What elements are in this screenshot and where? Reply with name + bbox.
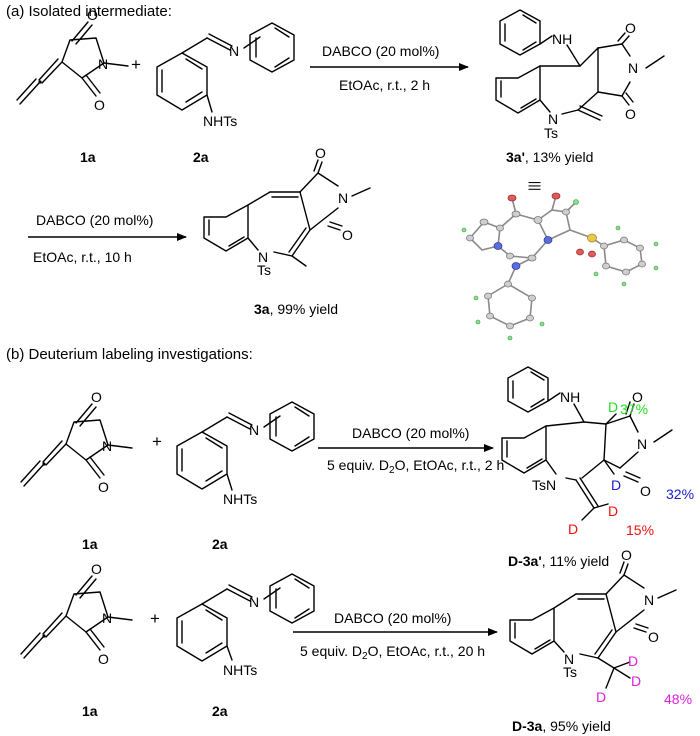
molecule-2a: N NHTs: [176, 401, 315, 507]
product-yield: , 13% yield: [525, 149, 593, 165]
atom-d: D: [568, 521, 578, 537]
molecule-d-3a-prime: NH D O N O D TsN D D: [501, 366, 673, 537]
atom-o: O: [91, 389, 102, 405]
atom-nhts: NHTs: [203, 113, 237, 129]
atom-n: N: [338, 190, 348, 206]
reagent-label: DABCO (20 mol%): [334, 610, 451, 626]
atom-n: N: [98, 56, 108, 72]
atom-o: O: [625, 20, 636, 36]
xray-crystal-structure: [461, 192, 659, 341]
atom-nh: NH: [560, 389, 580, 405]
product-label: D-3a: [512, 718, 543, 734]
product-label: 3a': [506, 149, 525, 165]
atom-o: O: [91, 561, 102, 577]
atom-d: D: [628, 653, 638, 669]
conditions-label: EtOAc, r.t., 2 h: [339, 77, 430, 93]
atom-d: D: [608, 399, 618, 415]
atom-ts: Ts: [257, 262, 271, 278]
molecule-3a: O N O N Ts: [203, 145, 371, 278]
compound-label-1a: 1a: [82, 536, 98, 552]
molecule-1a: O N O: [16, 7, 129, 113]
conditions-label: 5 equiv. D2O, EtOAc, r.t., 2 h: [327, 457, 504, 476]
atom-n: N: [548, 111, 558, 127]
equivalent-symbol: |||: [526, 181, 541, 191]
atom-o: O: [621, 547, 632, 563]
compound-label-2a: 2a: [212, 536, 228, 552]
atom-n: N: [102, 610, 112, 626]
atom-n: N: [102, 438, 112, 454]
deuterium-percent-32: 32%: [666, 486, 694, 502]
atom-n: N: [229, 43, 239, 59]
atom-n: N: [249, 594, 259, 610]
atom-d: D: [608, 503, 618, 519]
section-a-title: (a) Isolated intermediate:: [6, 3, 172, 20]
molecule-2a: N NHTs: [176, 573, 315, 678]
product-label: D-3a': [508, 553, 542, 569]
reagent-label: DABCO (20 mol%): [352, 425, 469, 441]
atom-nhts: NHTs: [223, 662, 257, 678]
atom-o: O: [342, 227, 353, 243]
deuterium-percent-15: 15%: [626, 522, 654, 538]
molecule-3a-prime: NH O N O N Ts: [495, 9, 665, 141]
atom-d: D: [631, 673, 641, 689]
product-yield: , 99% yield: [270, 301, 338, 317]
molecule-1a: O N O: [20, 561, 133, 667]
atom-ts: Ts: [563, 664, 577, 680]
atom-o: O: [98, 651, 109, 667]
atom-o: O: [315, 145, 326, 161]
atom-tsn: TsN: [532, 477, 556, 493]
compound-label-3a-prime: 3a', 13% yield: [506, 149, 593, 165]
molecule-1a: O N O: [20, 389, 133, 495]
atom-nhts: NHTs: [223, 491, 257, 507]
plus-sign: +: [131, 55, 141, 74]
atom-o: O: [632, 389, 643, 405]
compound-label-3a: 3a, 99% yield: [254, 301, 338, 317]
molecule-2a: N NHTs: [156, 22, 295, 129]
reagent-label: DABCO (20 mol%): [322, 43, 439, 59]
atom-nh: NH: [552, 31, 572, 47]
atom-o: O: [625, 106, 636, 122]
atom-o: O: [98, 479, 109, 495]
atom-o: O: [87, 7, 98, 23]
atom-d: D: [596, 689, 606, 705]
atom-o: O: [648, 629, 659, 645]
deuterium-percent-37: 37%: [620, 401, 648, 417]
atom-o: O: [640, 483, 651, 499]
product-yield: , 95% yield: [542, 718, 610, 734]
atom-n: N: [628, 60, 638, 76]
deuterium-percent-48: 48%: [664, 691, 692, 707]
atom-ts: Ts: [544, 125, 558, 141]
atom-n: N: [564, 651, 574, 667]
molecule-d-3a: O N O N Ts D D D: [509, 547, 677, 705]
plus-sign: +: [152, 432, 162, 451]
section-b-title: (b) Deuterium labeling investigations:: [6, 346, 253, 363]
compound-label-d-3a: D-3a, 95% yield: [512, 718, 611, 734]
atom-n: N: [644, 592, 654, 608]
atom-o: O: [94, 97, 105, 113]
compound-label-1a: 1a: [82, 703, 98, 719]
atom-n: N: [249, 422, 259, 438]
atom-n: N: [637, 436, 647, 452]
compound-label-1a: 1a: [80, 149, 96, 165]
conditions-label: EtOAc, r.t., 10 h: [33, 249, 132, 265]
product-label: 3a: [254, 301, 270, 317]
product-yield: , 11% yield: [542, 553, 609, 569]
compound-label-2a: 2a: [193, 149, 209, 165]
compound-label-d-3a-prime: D-3a', 11% yield: [508, 553, 609, 569]
plus-sign: +: [150, 609, 160, 628]
reagent-label: DABCO (20 mol%): [36, 212, 153, 228]
atom-n: N: [258, 249, 268, 265]
atom-d: D: [611, 477, 621, 493]
conditions-label: 5 equiv. D2O, EtOAc, r.t., 20 h: [300, 643, 485, 662]
compound-label-2a: 2a: [212, 703, 228, 719]
